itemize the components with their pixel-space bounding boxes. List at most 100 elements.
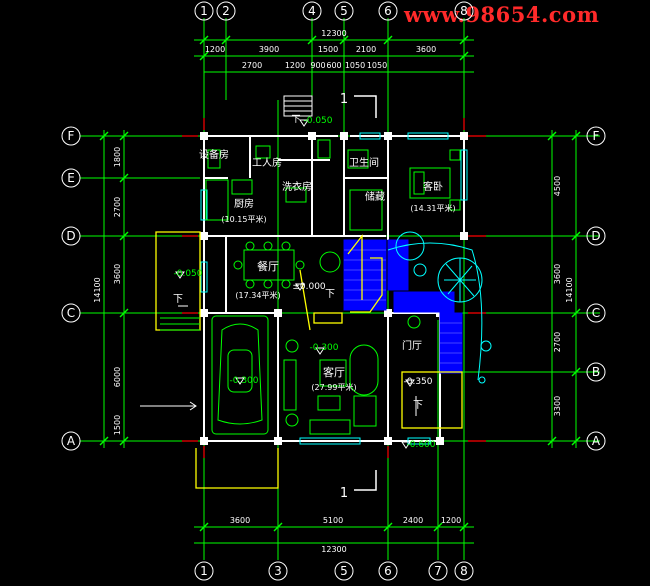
axis-bubble-top: 6 xyxy=(384,4,392,18)
dim-left-seg: 3600 xyxy=(113,264,122,284)
axis-bubble-bottom: 1 xyxy=(200,564,208,578)
down-label-foyer: 下 xyxy=(413,400,423,411)
dimension-lines xyxy=(103,39,577,544)
axis-bubble-bottom: 3 xyxy=(274,564,282,578)
axis-bubble-bottom-circle xyxy=(378,561,398,581)
axis-bubble-left: E xyxy=(67,171,75,185)
walls xyxy=(203,135,465,442)
dim-top-row2: 1200 xyxy=(285,61,305,70)
axis-bubble-top-circle xyxy=(378,1,398,21)
landscape-plants xyxy=(387,231,492,384)
section-markers xyxy=(354,95,377,491)
level-living: -0.300 xyxy=(309,343,338,353)
level-entry: -0.600 xyxy=(406,440,435,450)
dim-left-seg: 2700 xyxy=(113,197,122,217)
axis-bubble-left-circle xyxy=(61,226,81,246)
axis-bubble-left-circle xyxy=(61,431,81,451)
axis-bubble-top-circle xyxy=(302,1,322,21)
room-equipment: 设备房 xyxy=(199,148,229,161)
room-kitchen-area: (10.15平米) xyxy=(221,214,266,224)
room-foyer: 门厅 xyxy=(402,339,422,352)
dim-right-seg: 3300 xyxy=(553,396,562,416)
dim-bottom-row: 1200 xyxy=(441,516,461,525)
room-laundry: 洗衣房 xyxy=(282,180,312,193)
axis-bubble-right: F xyxy=(593,129,600,143)
dim-bottom-row: 2400 xyxy=(403,516,423,525)
axis-bubble-left: F xyxy=(68,129,75,143)
axis-bubble-bottom-circle xyxy=(268,561,288,581)
axis-bubble-right: B xyxy=(592,365,600,379)
wall-columns xyxy=(200,132,468,445)
room-dining: 餐厅 xyxy=(257,259,279,273)
axis-bubble-top-circle xyxy=(454,1,474,21)
axis-bubble-right-circle xyxy=(586,226,606,246)
axis-bubble-right-circle xyxy=(586,362,606,382)
level-dining: ±0.000 xyxy=(292,282,326,292)
dim-top-total: 12300 xyxy=(321,29,346,38)
room-living: 客厅 xyxy=(323,365,345,379)
axis-bubble-bottom-circle xyxy=(194,561,214,581)
axis-bubble-right: C xyxy=(592,306,600,320)
axis-bubble-left-circle xyxy=(61,303,81,323)
down-label-terrace: 下 xyxy=(173,294,183,305)
axis-bubble-bottom-circle xyxy=(428,561,448,581)
dim-bottom-row: 5100 xyxy=(323,516,343,525)
room-kitchen: 厨房 xyxy=(234,197,254,210)
section-label-top: 1 xyxy=(340,92,348,107)
terrace-hatch xyxy=(160,317,200,331)
axis-bubble-right-circle xyxy=(586,431,606,451)
axis-bubble-top: 1 xyxy=(200,4,208,18)
axis-bubble-right-circle xyxy=(586,126,606,146)
dim-right-total: 14100 xyxy=(565,277,574,302)
dim-top-row2: 600 xyxy=(326,61,341,70)
windows xyxy=(200,132,468,445)
room-servant: 工人房 xyxy=(252,156,282,169)
stair-arrows xyxy=(140,305,417,416)
axis-bubble-right-circle xyxy=(586,303,606,323)
dim-left-seg: 1500 xyxy=(113,415,122,435)
dim-top-row1: 3600 xyxy=(416,45,436,54)
axis-bubble-top-circle xyxy=(194,1,214,21)
axis-bubble-top-circle xyxy=(216,1,236,21)
level-left-terrace: -0.050 xyxy=(173,269,202,279)
axis-bubble-right: A xyxy=(592,434,601,448)
dim-top-row1: 3900 xyxy=(259,45,279,54)
axis-bubble-bottom: 6 xyxy=(384,564,392,578)
room-bathroom: 卫生间 xyxy=(349,156,379,169)
axis-bubble-bottom-circle xyxy=(454,561,474,581)
axis-bubble-top: 4 xyxy=(308,4,316,18)
axis-bubble-left-circle xyxy=(61,168,81,188)
axis-bubble-bottom: 5 xyxy=(340,564,348,578)
dim-top-row2: 900 xyxy=(310,61,325,70)
top-stair xyxy=(283,95,313,117)
dim-top-row1: 2100 xyxy=(356,45,376,54)
room-dining-area: (17.34平米) xyxy=(235,290,280,300)
dim-left-total: 14100 xyxy=(93,277,102,302)
dim-right-seg: 4500 xyxy=(553,176,562,196)
dim-top-row1: 1500 xyxy=(318,45,338,54)
dim-bottom-row: 3600 xyxy=(230,516,250,525)
dim-right-seg: 2700 xyxy=(553,332,562,352)
axis-bubble-top: 5 xyxy=(340,4,348,18)
section-label-bottom: 1 xyxy=(340,486,348,501)
room-living-area: (27.99平米) xyxy=(311,382,356,392)
dim-top-row2: 1050 xyxy=(345,61,365,70)
room-storage: 储藏 xyxy=(365,190,385,203)
axis-bubble-left: A xyxy=(67,434,76,448)
axis-bubble-bottom: 8 xyxy=(460,564,468,578)
dim-left-seg: 1800 xyxy=(113,147,122,167)
dim-top-row1: 1200 xyxy=(205,45,225,54)
axis-bubble-top: 2 xyxy=(222,4,230,18)
room-guest-bedroom: 客卧 xyxy=(423,180,443,193)
room-guest-bedroom-area: (14.31平米) xyxy=(410,203,455,213)
dim-right-seg: 3600 xyxy=(553,264,562,284)
axis-bubble-right: D xyxy=(591,229,600,243)
furniture xyxy=(205,139,461,435)
axis-bubble-top-circle xyxy=(334,1,354,21)
level-markers xyxy=(175,119,415,449)
level-foyer: -0.350 xyxy=(403,377,432,387)
down-label-dining: 下 xyxy=(325,289,335,300)
